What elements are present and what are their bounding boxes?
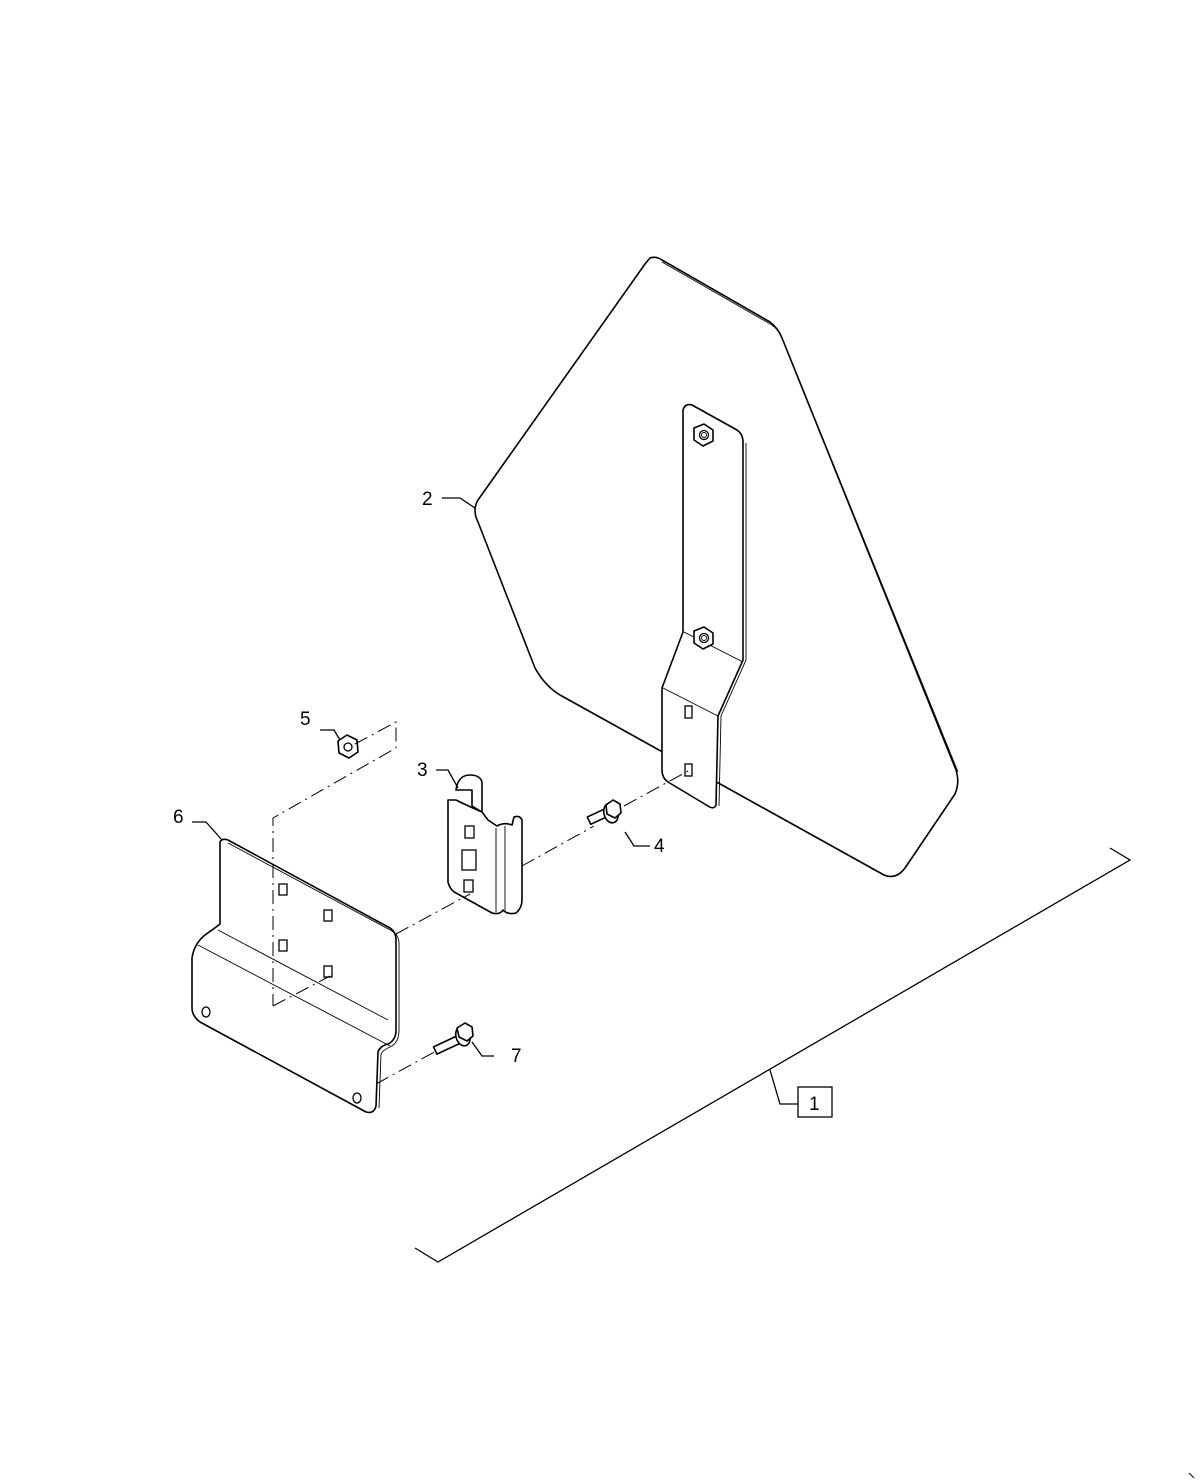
callout-4: 4 — [654, 836, 665, 857]
callout-6: 6 — [173, 807, 184, 828]
callout-2: 2 — [422, 489, 433, 510]
callout-7: 7 — [511, 1046, 522, 1067]
callout-3: 3 — [417, 760, 428, 781]
shield-panel-part-2 — [474, 256, 959, 878]
screw-part-4 — [586, 799, 622, 826]
callout-1: 1 — [809, 1094, 820, 1115]
assembly-line-part-1 — [414, 847, 1132, 1263]
corner-mark — [1188, 1472, 1195, 1479]
strap-nut-bottom — [693, 626, 714, 650]
channel-clip-part-3 — [447, 774, 523, 915]
leader-lines — [192, 497, 650, 1057]
hex-nut-part-5 — [337, 734, 359, 759]
strap-nut-top — [693, 423, 714, 447]
bracket-plate-part-6 — [191, 838, 400, 1114]
screw-part-7 — [432, 1022, 474, 1055]
alignment-lines — [272, 721, 691, 1085]
callout-5: 5 — [300, 709, 311, 730]
callout-1-box: 1 — [797, 1086, 833, 1118]
